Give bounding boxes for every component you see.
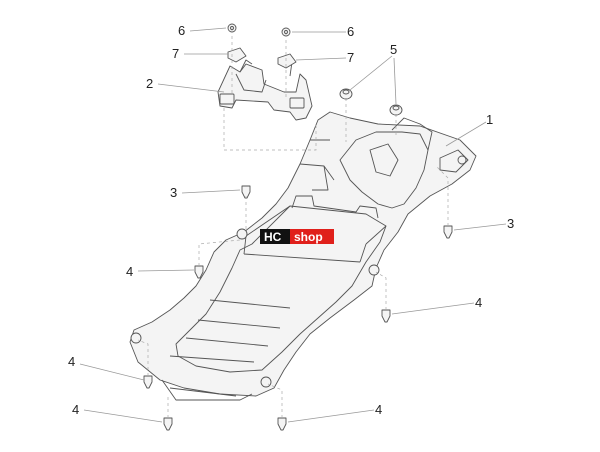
bracket-part	[217, 55, 313, 121]
logo-shop-block	[290, 229, 334, 244]
clip-parts	[227, 47, 297, 69]
callout-labels: 6 6 7 7 2 5 1 3 3 4 4 4 4 4	[68, 23, 514, 417]
assembly-lines	[137, 30, 449, 418]
callout-4-lower-right: 4	[375, 402, 382, 417]
callout-4-upper-right: 4	[475, 295, 482, 310]
screw-parts	[143, 185, 453, 431]
callout-6-right: 6	[347, 24, 354, 39]
callout-4-upper-left: 4	[126, 264, 133, 279]
callout-3-right: 3	[507, 216, 514, 231]
undertray-part	[129, 111, 477, 401]
hcshop-logo: HC shop	[260, 229, 334, 244]
logo-hc-block	[260, 229, 290, 244]
callout-4-lower-left: 4	[72, 402, 79, 417]
grommet-parts	[339, 88, 403, 116]
callout-5: 5	[390, 42, 397, 57]
callout-7-left: 7	[172, 46, 179, 61]
callout-6-left: 6	[178, 23, 185, 38]
callout-4-middle-left: 4	[68, 354, 75, 369]
logo-hc-text: HC	[264, 230, 282, 244]
callout-1: 1	[486, 112, 493, 127]
callout-7-right: 7	[347, 50, 354, 65]
logo-shop-text: shop	[294, 230, 323, 244]
callout-2: 2	[146, 76, 153, 91]
leader-lines	[79, 27, 507, 423]
nut-parts	[227, 23, 291, 37]
callout-3-left: 3	[170, 185, 177, 200]
